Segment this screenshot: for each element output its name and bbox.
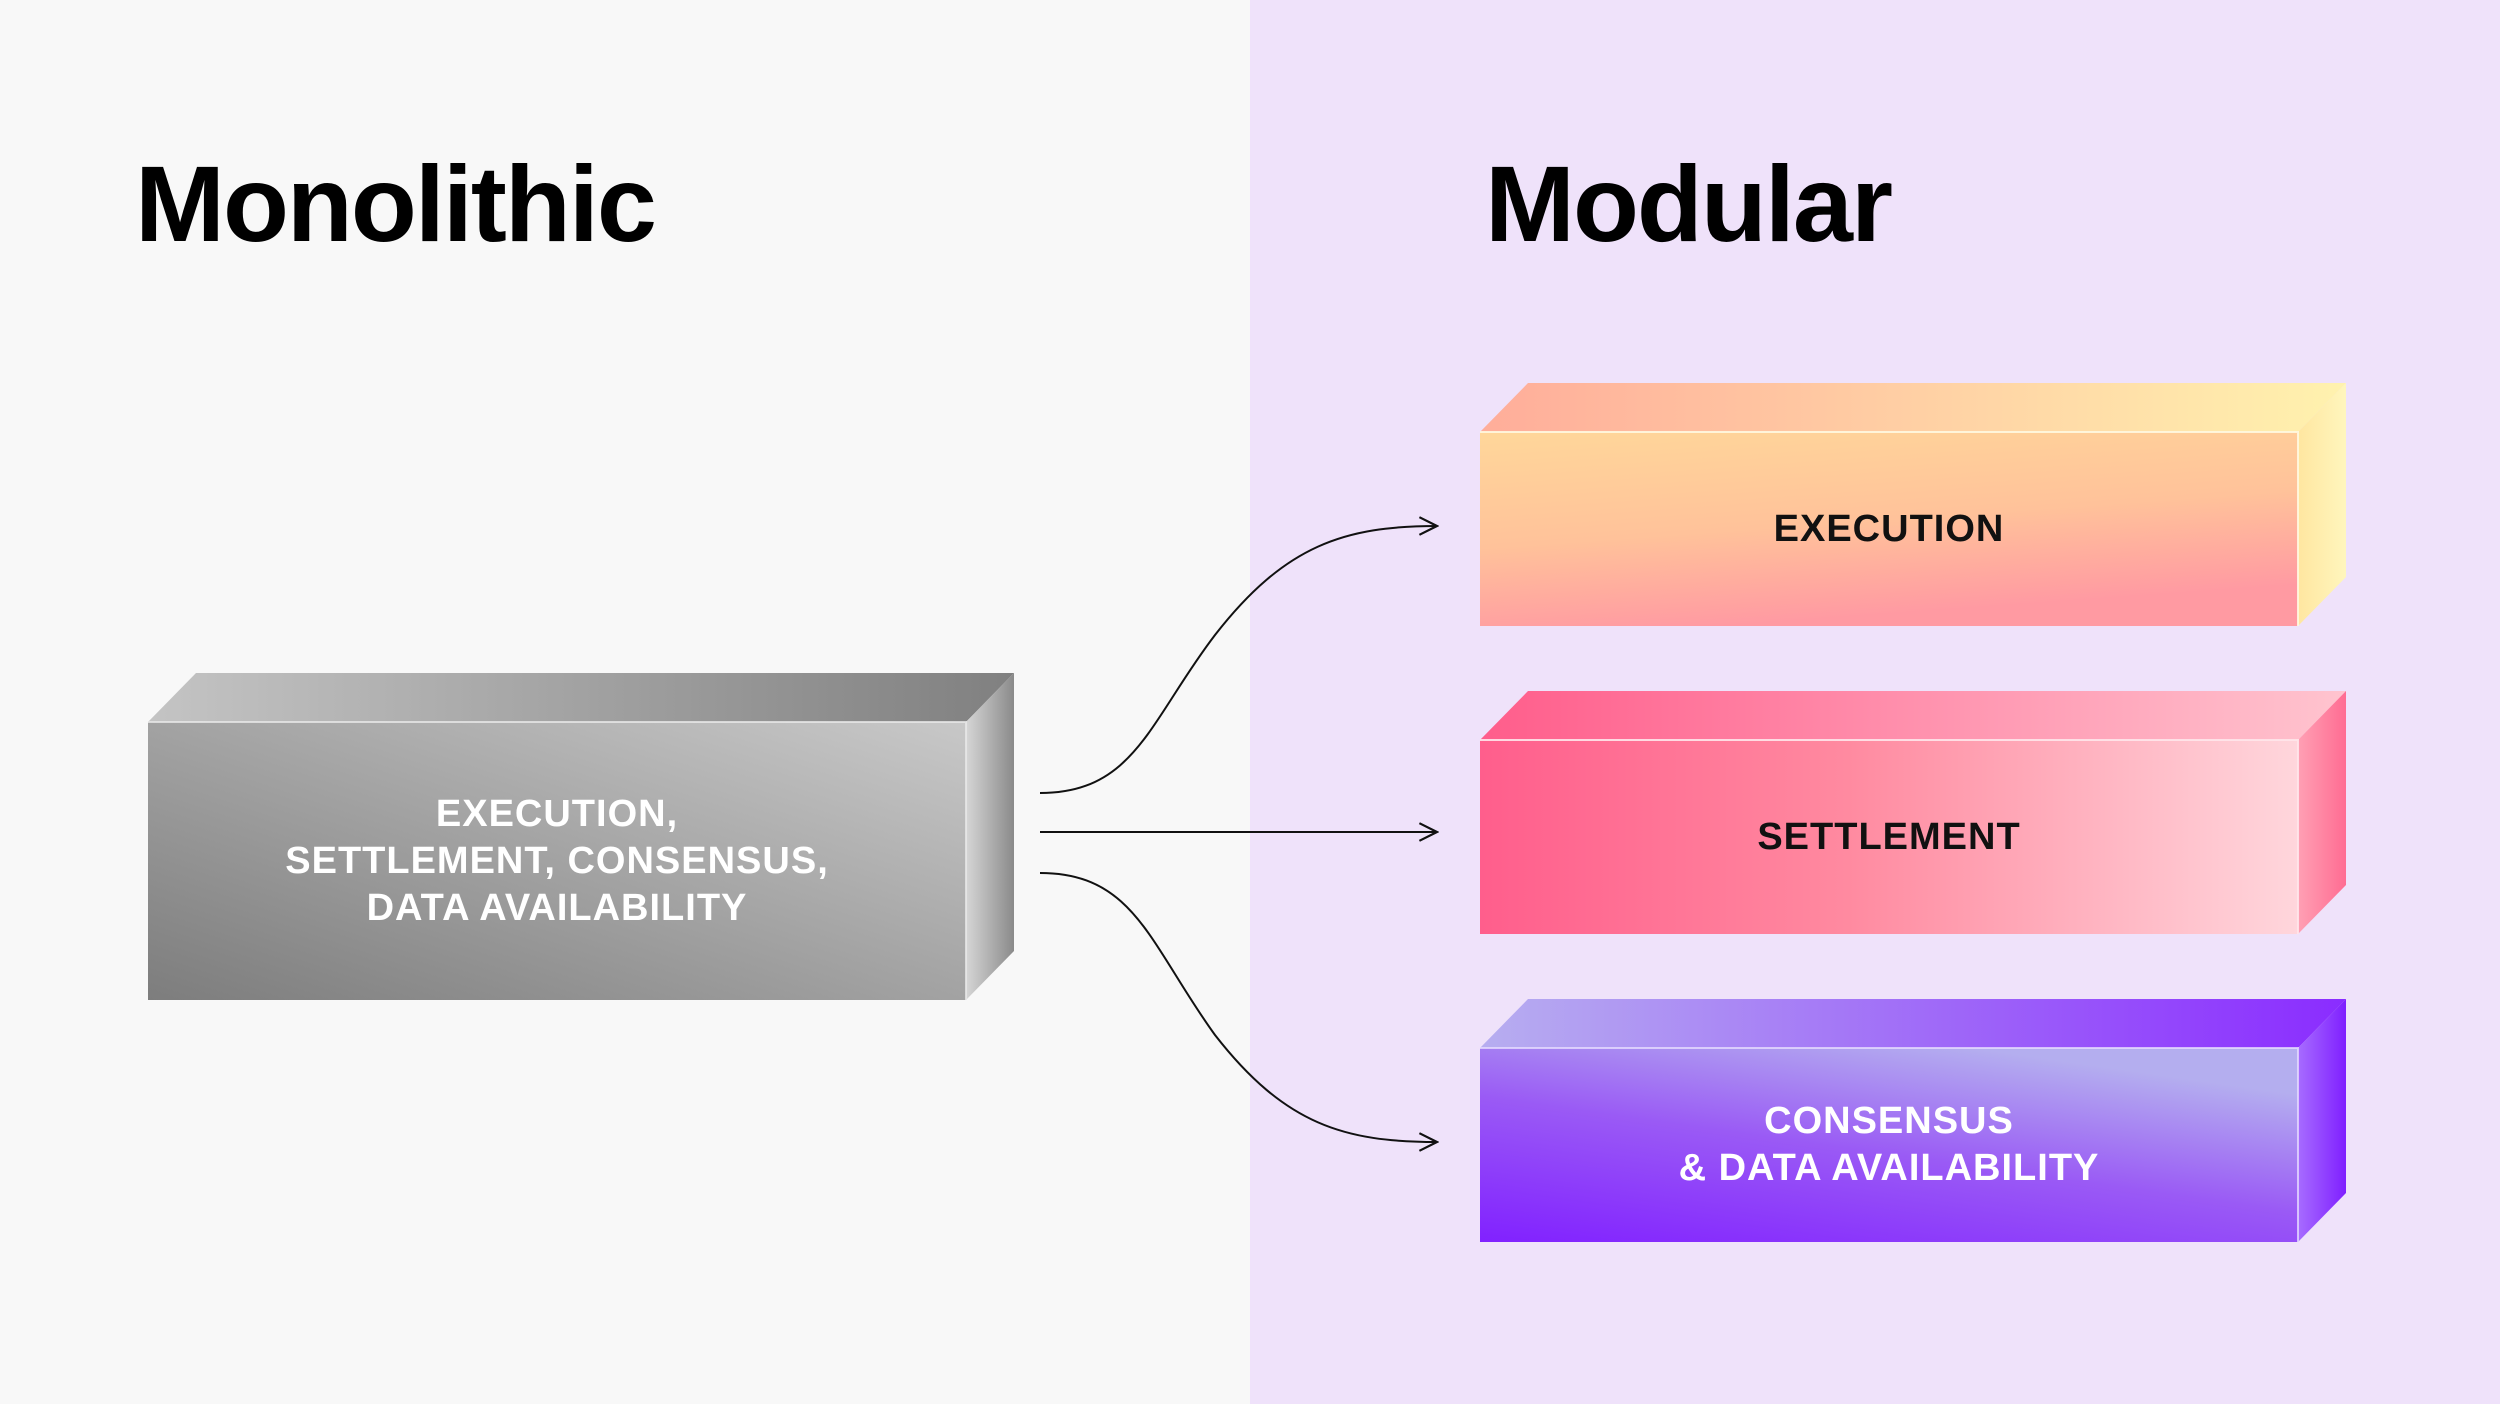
monolithic-block-side xyxy=(966,673,1014,1000)
consensus-block-side xyxy=(2298,999,2346,1242)
settlement-block-label: SETTLEMENT xyxy=(1480,740,2298,934)
execution-block-side xyxy=(2298,383,2346,626)
consensus-label-line-1: CONSENSUS xyxy=(1764,1100,2014,1142)
monolithic-label-line-2: SETTLEMENT, CONSENSUS, xyxy=(285,839,829,882)
arrow-to-execution xyxy=(1039,526,1437,794)
consensus-block-top xyxy=(1480,999,2346,1048)
monolithic-title: Monolithic xyxy=(135,143,657,264)
monolithic-label-line-3: DATA AVAILABILITY xyxy=(366,886,748,929)
execution-block-label: EXECUTION xyxy=(1480,432,2298,626)
settlement-block-top xyxy=(1480,691,2346,740)
monolithic-block-label: EXECUTION, SETTLEMENT, CONSENSUS, DATA A… xyxy=(148,722,966,1000)
execution-block xyxy=(1480,383,2346,626)
consensus-label-line-2: & DATA AVAILABILITY xyxy=(1678,1147,2100,1189)
settlement-block xyxy=(1480,691,2346,934)
settlement-label-line-1: SETTLEMENT xyxy=(1757,815,2021,858)
execution-block-top xyxy=(1480,383,2346,432)
consensus-block-front xyxy=(1480,1048,2298,1242)
execution-block-front xyxy=(1480,432,2298,626)
settlement-block-front xyxy=(1480,740,2298,934)
modular-title: Modular xyxy=(1485,143,1893,264)
consensus-block xyxy=(1480,999,2346,1242)
arrow-to-consensus xyxy=(1039,872,1437,1142)
consensus-block-label: CONSENSUS & DATA AVAILABILITY xyxy=(1480,1048,2298,1242)
execution-label-line-1: EXECUTION xyxy=(1773,507,2005,550)
monolithic-block xyxy=(148,673,1014,1000)
settlement-block-side xyxy=(2298,691,2346,934)
monolithic-label-line-1: EXECUTION, xyxy=(435,792,679,835)
monolithic-block-top xyxy=(148,673,1014,722)
monolithic-block-front xyxy=(148,722,966,1000)
